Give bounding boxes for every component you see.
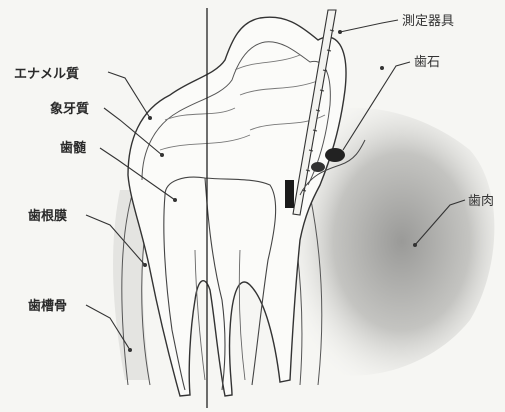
label-gingiva: 歯肉 <box>468 194 494 209</box>
label-pulp: 歯髄 <box>60 140 86 156</box>
dot-dentin <box>160 153 164 157</box>
leader-probe <box>340 20 398 32</box>
dot-probe <box>338 30 342 34</box>
label-probe: 測定器具 <box>402 14 454 29</box>
dot-bone <box>128 348 132 352</box>
dot-enamel <box>148 116 152 120</box>
label-periodontal-ligament: 歯根膜 <box>28 208 67 224</box>
dot-pulp <box>173 198 177 202</box>
dot-ligament <box>143 263 147 267</box>
leader-enamel <box>108 72 150 118</box>
label-dentin: 象牙質 <box>50 101 89 117</box>
label-enamel: エナメル質 <box>14 66 79 82</box>
dot-gingiva <box>413 243 417 247</box>
label-calculus: 歯石 <box>414 55 440 70</box>
dot-calculus <box>380 66 384 70</box>
label-alveolar-bone: 歯槽骨 <box>28 298 67 314</box>
